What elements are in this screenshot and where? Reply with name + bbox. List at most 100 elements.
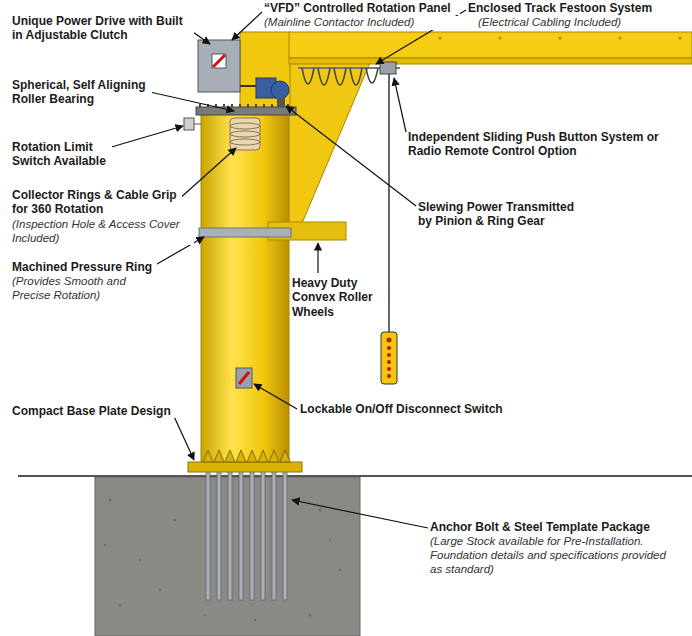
- speckle: [119, 604, 122, 607]
- boom-bolts: [438, 36, 681, 39]
- mast-head: [240, 32, 290, 112]
- switch-handle: [239, 372, 249, 384]
- boom-brace: [289, 58, 372, 228]
- collector-rings: [230, 118, 260, 150]
- festoon-cables: [302, 68, 378, 85]
- pendant-cord: [388, 74, 390, 332]
- speckle: [174, 519, 177, 522]
- vfd-panel: [198, 40, 240, 92]
- callout-note: (Large Stock available for Pre-Installat…: [430, 535, 680, 576]
- callout-label: Rotation Limit Switch Available: [12, 140, 112, 169]
- callout-label: Heavy Duty Convex Roller Wheels: [292, 276, 386, 319]
- callout-label: Unique Power Drive with Built in Adjusta…: [12, 14, 194, 43]
- callout-label: Collector Rings & Cable Grip for 360 Rot…: [12, 188, 182, 217]
- callout-label: “VFD” Controlled Rotation Panel: [264, 1, 460, 15]
- nut: [247, 450, 257, 462]
- speckle: [319, 509, 322, 512]
- bolt: [678, 36, 681, 39]
- callout-label: Lockable On/Off Disconnect Switch: [300, 402, 540, 416]
- ground-line: [18, 475, 692, 477]
- base-plate: [188, 462, 302, 472]
- anchor-bolt: [250, 456, 254, 600]
- collector-ring: [230, 131, 260, 137]
- bolt: [558, 36, 561, 39]
- bolt: [438, 36, 441, 39]
- panel-symbol: [213, 55, 225, 67]
- anchor-bolt: [261, 456, 265, 600]
- speckle: [139, 559, 141, 561]
- speckle: [109, 499, 112, 502]
- concrete-foundation: [95, 477, 360, 636]
- speckle: [104, 544, 106, 546]
- leader-line: [178, 148, 236, 200]
- speckle: [204, 614, 206, 616]
- motor-cable: [240, 85, 256, 87]
- nut: [269, 450, 279, 462]
- pinion: [277, 98, 285, 107]
- callout-note: (Electrical Cabling Included): [478, 16, 688, 30]
- callout-label: Machined Pressure Ring: [12, 260, 157, 274]
- leader-line: [286, 106, 416, 206]
- gearbox: [271, 81, 289, 99]
- speckle: [309, 614, 312, 617]
- anchor-bolt: [239, 456, 243, 600]
- anchor-bolt: [283, 456, 287, 600]
- anchor-bolts: [206, 456, 287, 600]
- button: [387, 374, 391, 378]
- collector-ring: [230, 123, 260, 129]
- mast-column: [201, 112, 289, 462]
- anchor-bolt: [217, 456, 221, 600]
- concrete-speckles: [104, 499, 341, 622]
- nut: [258, 450, 268, 462]
- nut: [203, 450, 213, 462]
- callout-label: Compact Base Plate Design: [12, 404, 177, 418]
- limit-switch-arm: [194, 124, 201, 125]
- leader-lines: [108, 10, 466, 528]
- leader-line: [394, 78, 406, 132]
- button: [387, 367, 391, 371]
- leader-line: [254, 384, 297, 409]
- pendant-buttons: [387, 338, 392, 379]
- anchor-bolt: [272, 456, 276, 600]
- disconnect-switch: [236, 368, 252, 388]
- leader-line: [232, 12, 262, 40]
- collector-ring: [230, 139, 260, 145]
- callout-note: (Mainline Contactor Included): [264, 16, 460, 30]
- speckle: [159, 589, 161, 591]
- callout-label: Independent Sliding Push Button System o…: [408, 130, 690, 159]
- trolley: [380, 62, 396, 74]
- nut: [236, 450, 246, 462]
- anchor-bolt: [228, 456, 232, 600]
- panel-window: [212, 54, 226, 68]
- leader-line: [108, 126, 183, 148]
- leader-line: [172, 412, 194, 460]
- bolt: [498, 36, 501, 39]
- anchor-bolt: [206, 456, 210, 600]
- button: [387, 353, 391, 357]
- nut: [225, 450, 235, 462]
- callout-label: Spherical, Self Aligning Roller Bearing: [12, 78, 152, 107]
- callout-label: Anchor Bolt & Steel Template Package: [430, 520, 688, 534]
- callout-label: Enclosed Track Festoon System: [468, 1, 688, 15]
- pendant-control: [381, 332, 397, 384]
- boom-beam: [289, 32, 692, 58]
- leader-line: [317, 243, 318, 273]
- button: [387, 360, 391, 364]
- nut: [280, 450, 290, 462]
- ring-gear: [196, 107, 296, 115]
- nut: [214, 450, 224, 462]
- pressure-ring: [199, 228, 291, 237]
- speckle: [254, 619, 256, 621]
- button: [387, 338, 392, 343]
- callout-note: (Inspection Hole & Access Cover Included…: [12, 218, 194, 246]
- limit-switch: [184, 118, 194, 130]
- boom-flange: [289, 58, 692, 64]
- leader-line: [292, 500, 428, 528]
- callout-note: (Provides Smooth and Precise Rotation): [12, 275, 147, 303]
- speckle: [329, 539, 331, 541]
- bolt: [618, 36, 621, 39]
- callout-label: Slewing Power Transmitted by Pinion & Ri…: [418, 200, 578, 229]
- bolt-nuts: [203, 450, 290, 462]
